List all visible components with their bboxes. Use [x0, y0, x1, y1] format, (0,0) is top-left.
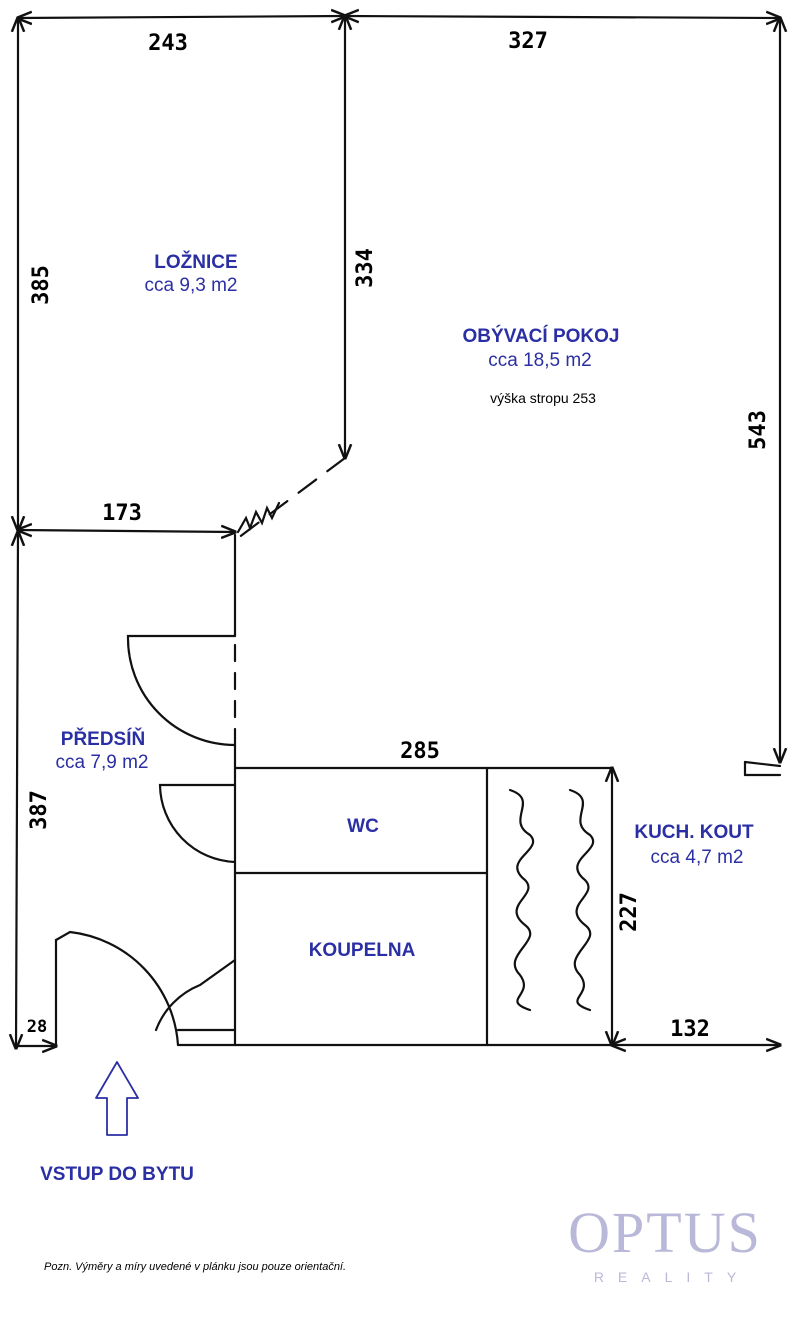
- dim-label-left-lower: 387: [27, 790, 52, 830]
- entrance-arrow-icon: [95, 1061, 139, 1136]
- dim-line-top-right: [345, 16, 780, 18]
- room-labels: LOŽNICE cca 9,3 m2 OBÝVACÍ POKOJ cca 18,…: [56, 251, 754, 961]
- room-name-obyvaci: OBÝVACÍ POKOJ: [463, 325, 620, 347]
- dim-label-inner-vertical: 334: [353, 248, 378, 288]
- room-name-loznice: LOŽNICE: [154, 251, 237, 273]
- door-swing-wc: [158, 783, 237, 864]
- doors: [54, 634, 237, 1047]
- kitchen-counter: [508, 788, 594, 1012]
- logo-subtitle: REALITY: [594, 1269, 750, 1285]
- door-swing-upper: [126, 634, 237, 747]
- dimension-lines: [16, 16, 780, 1048]
- optus-logo: OPTUS REALITY: [568, 1200, 762, 1285]
- dim-label-kitchen-height: 227: [617, 892, 642, 932]
- room-name-wc: WC: [347, 816, 379, 837]
- entrance: VSTUP DO BYTU: [40, 1061, 194, 1185]
- footnote: Pozn. Výměry a míry uvedené v plánku jso…: [44, 1261, 346, 1273]
- room-name-koupelna: KOUPELNA: [309, 940, 416, 961]
- dim-line-top-left: [18, 16, 345, 18]
- room-name-kuchyn: KUCH. KOUT: [634, 822, 754, 843]
- dim-label-top-right: 327: [508, 29, 548, 54]
- dim-label-right-full: 543: [746, 410, 771, 450]
- dim-label-mid-horizontal: 173: [102, 501, 142, 526]
- dim-line-left-lower: [16, 532, 18, 1048]
- kitchen-squiggle-right: [568, 788, 594, 1012]
- kitchen-squiggle-left: [508, 788, 534, 1012]
- logo-wordmark: OPTUS: [568, 1200, 762, 1265]
- ceiling-height-note: výška stropu 253: [490, 390, 596, 406]
- entrance-label: VSTUP DO BYTU: [40, 1164, 194, 1185]
- door-swing-entry: [54, 930, 180, 1047]
- dim-label-wc-width: 285: [400, 739, 440, 764]
- door-swing-bath: [154, 958, 237, 1032]
- kitchen-window-mark-a: [743, 760, 782, 768]
- room-area-predsin: cca 7,9 m2: [56, 752, 149, 773]
- walls: [54, 456, 782, 1047]
- dim-label-top-left: 243: [148, 31, 188, 56]
- dim-label-entry-jog: 28: [27, 1017, 47, 1037]
- room-area-kuchyn: cca 4,7 m2: [651, 847, 744, 868]
- diagonal-wall-dashed: [236, 456, 347, 540]
- dimension-labels: 243 327 385 334 543 173 387 285 227 132 …: [27, 29, 771, 1042]
- room-area-loznice: cca 9,3 m2: [145, 275, 238, 296]
- room-area-obyvaci: cca 18,5 m2: [488, 350, 592, 371]
- dim-label-left-upper: 385: [29, 265, 54, 305]
- room-name-predsin: PŘEDSÍŇ: [61, 728, 145, 750]
- dim-line-mid-horizontal: [18, 530, 235, 532]
- dim-label-kitchen-bottom: 132: [670, 1017, 710, 1042]
- wall-zigzag: [236, 501, 281, 534]
